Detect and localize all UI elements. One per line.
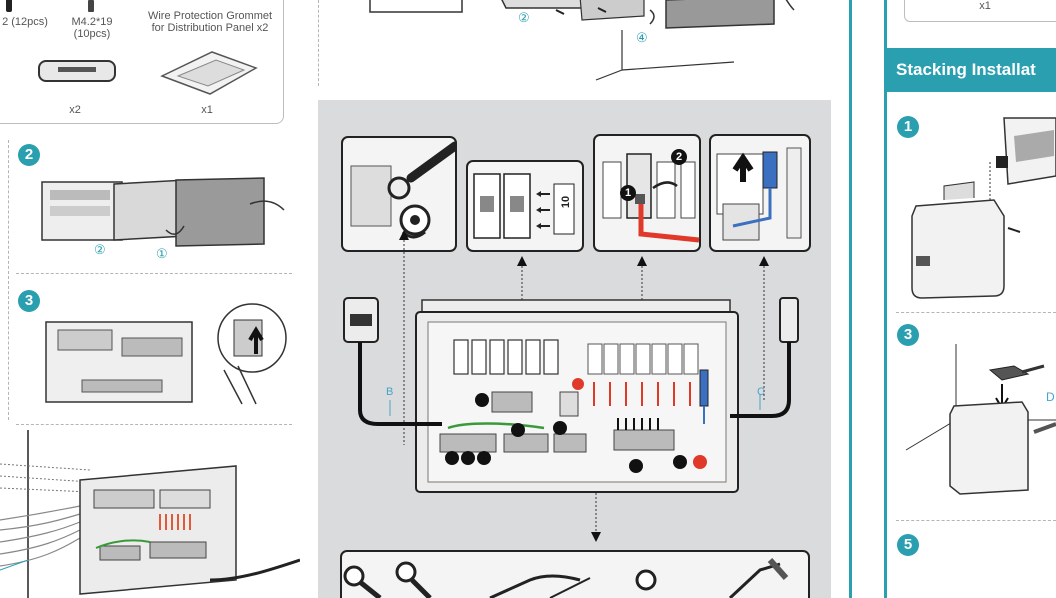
tools-strip xyxy=(340,550,810,598)
part-label-grommet-sub: for Distribution Panel x2 xyxy=(151,22,269,34)
callout-badge-1: 1 xyxy=(620,185,636,201)
qty-grommet: x1 xyxy=(201,104,213,116)
stacking-step-3-illustration xyxy=(905,344,1056,495)
step-3-illustration xyxy=(45,303,287,405)
detail-blue-connector xyxy=(709,134,811,252)
step-2-badge: 2 xyxy=(18,144,40,166)
right-panel-border xyxy=(884,0,887,598)
right-label-d: D xyxy=(1046,390,1055,404)
step-divider-2-3 xyxy=(16,273,292,274)
part-label-m42-count: (10pcs) xyxy=(73,28,111,40)
right-step-5-badge: 5 xyxy=(897,534,919,556)
grommet-sheet-image xyxy=(160,51,258,95)
callout-badge-2: 2 xyxy=(671,149,687,165)
screw-icon xyxy=(6,0,12,12)
part-label-screws-left: 2 (12pcs) xyxy=(2,16,48,28)
cables xyxy=(343,297,799,426)
step-2-callout-1: ① xyxy=(156,246,168,261)
top-callout-2: ② xyxy=(518,10,530,25)
left-column-divider xyxy=(8,140,9,420)
right-parts-box xyxy=(904,0,1056,22)
stacking-installation-header: Stacking Installat xyxy=(884,48,1056,92)
step-2-illustration xyxy=(41,177,285,247)
detail-ring-terminal xyxy=(341,136,457,252)
wall-mount-illustration xyxy=(369,0,795,81)
cable-label-b: B xyxy=(386,386,394,398)
column-divider-left xyxy=(318,0,319,86)
right-step-divider-1 xyxy=(896,312,1056,313)
stacking-step-1-illustration xyxy=(911,117,1056,299)
right-step-3-badge: 3 xyxy=(897,324,919,346)
wiring-overview-illustration xyxy=(0,430,300,598)
detail-breaker-switch xyxy=(466,160,584,252)
column-divider-teal xyxy=(849,0,852,598)
foot-pad-image xyxy=(38,60,116,82)
detail-terminal-red-wire xyxy=(593,134,701,252)
right-qty-x1: x1 xyxy=(979,0,991,12)
part-label-m42: M4.2*19 xyxy=(71,16,113,28)
part-label-grommet: Wire Protection Grommet xyxy=(147,10,273,22)
step-3-badge: 3 xyxy=(18,290,40,312)
step-2-callout-2: ② xyxy=(94,242,106,257)
qty-footpad: x2 xyxy=(69,104,81,116)
distribution-panel-main xyxy=(415,299,739,493)
cable-label-c: C xyxy=(757,386,765,398)
right-step-1-badge: 1 xyxy=(897,116,919,138)
step-divider-3-next xyxy=(16,424,292,425)
top-callout-4: ④ xyxy=(636,30,648,45)
right-step-divider-2 xyxy=(896,520,1056,521)
screw-m42-icon xyxy=(88,0,94,12)
